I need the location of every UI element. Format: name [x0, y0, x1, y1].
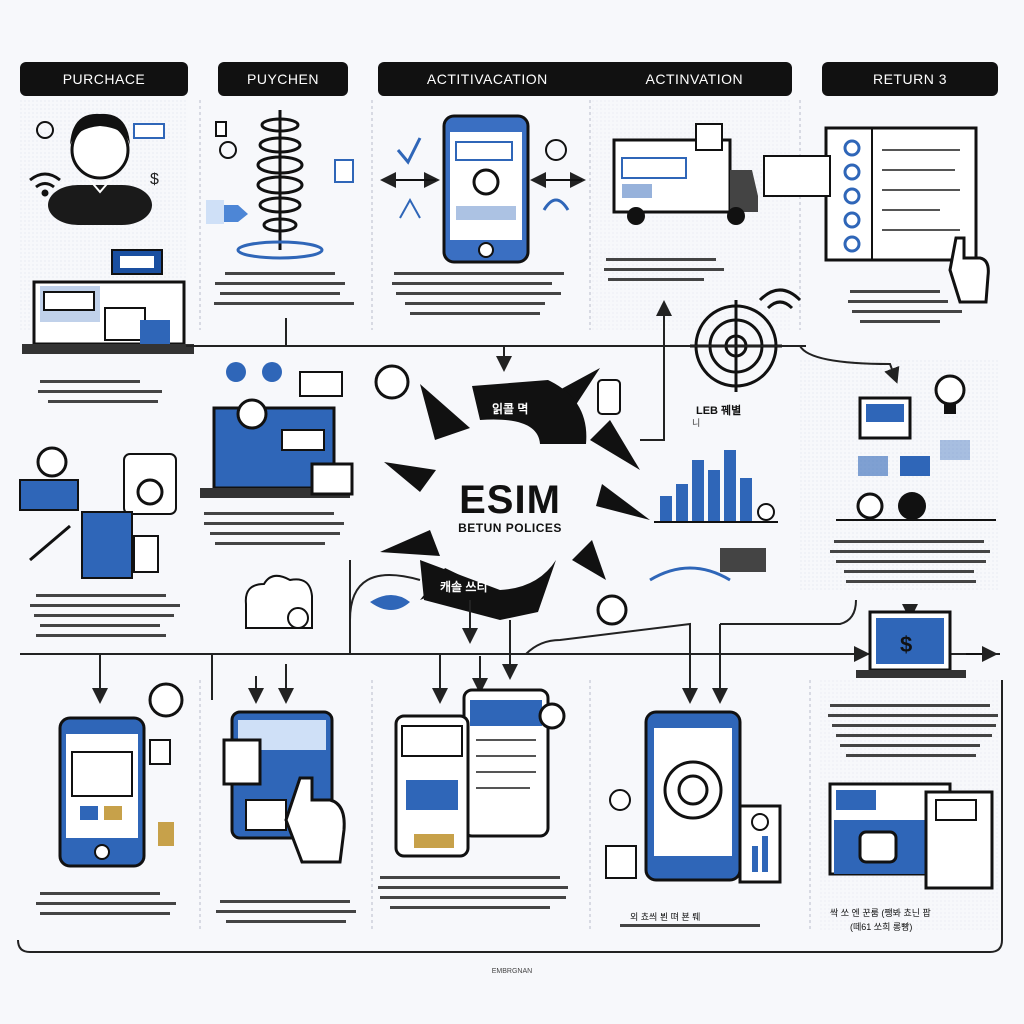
- activation-caption: 외 쵸씌 뵌 뗘 뵨 뤠: [630, 912, 701, 922]
- control-panel-icon: [836, 396, 996, 521]
- center-subtitle: BETUN POLICES: [458, 521, 562, 535]
- header-activation-label-1: ACTITIVACATION: [426, 71, 548, 87]
- lightbulb-icon: [934, 374, 966, 414]
- chevron-top: [472, 380, 587, 444]
- pointing-hand-icon: [948, 236, 990, 304]
- header-purchase-label: PURCHACE: [62, 71, 146, 87]
- header-activation-label-2: ACTINVATION: [645, 71, 744, 87]
- tablet-hand-icon: [222, 710, 346, 864]
- person-icon: [48, 113, 152, 225]
- phone-compass-icon: [605, 710, 782, 884]
- header-activation: ACTITIVACATION ACTINVATION: [378, 62, 792, 96]
- dollar-icon: $: [150, 171, 159, 188]
- wifi-icon: [29, 172, 61, 197]
- chevron-bottom: [420, 560, 556, 620]
- devices-icon: [19, 446, 177, 579]
- cloud-icon: [244, 574, 313, 629]
- header-purchase: PURCHACE: [20, 62, 188, 96]
- header-puychen: PUYCHEN: [218, 62, 348, 96]
- spiral-icon: [236, 110, 324, 260]
- header-return-label: RETURN 3: [872, 71, 947, 87]
- chevron-top-label: 읽콜 멱: [492, 402, 529, 416]
- truck-icon: [612, 123, 758, 225]
- header-puychen-label: PUYCHEN: [247, 71, 319, 87]
- return-document-icon: [763, 126, 978, 262]
- signal-icon: [758, 288, 802, 310]
- center-burst: [380, 368, 650, 620]
- chevron-bottom-label: 캐솔 쓰티: [440, 580, 488, 594]
- phone-cards-icon: [394, 688, 566, 858]
- bar-chart-icon: [654, 450, 778, 523]
- phone-activation-icon: [442, 114, 530, 264]
- return-caption-2: (떼61 쏘희 롱빵): [850, 922, 913, 932]
- laptop-dollar-icon: $: [856, 610, 998, 678]
- laptop-globe-icon: [200, 362, 354, 498]
- center-label: ESIM BETUN POLICES: [420, 478, 600, 535]
- phone-icon-1: [58, 682, 184, 868]
- card-reader-icon: [828, 782, 994, 890]
- svg-text:$: $: [900, 632, 912, 657]
- return-caption: 싹 쏘 엔 꾼룸 (쨍봐 쵸닌 팝: [830, 908, 931, 918]
- hand-card-icon: [206, 200, 248, 224]
- footer-label: EMBRGNAN: [491, 968, 533, 975]
- chart-sublabel: 니: [692, 418, 701, 428]
- chart-label: LEB 꿰별: [696, 405, 742, 417]
- center-title: ESIM: [459, 478, 561, 522]
- laptop-icon: [22, 249, 194, 354]
- header-return: RETURN 3: [822, 62, 998, 96]
